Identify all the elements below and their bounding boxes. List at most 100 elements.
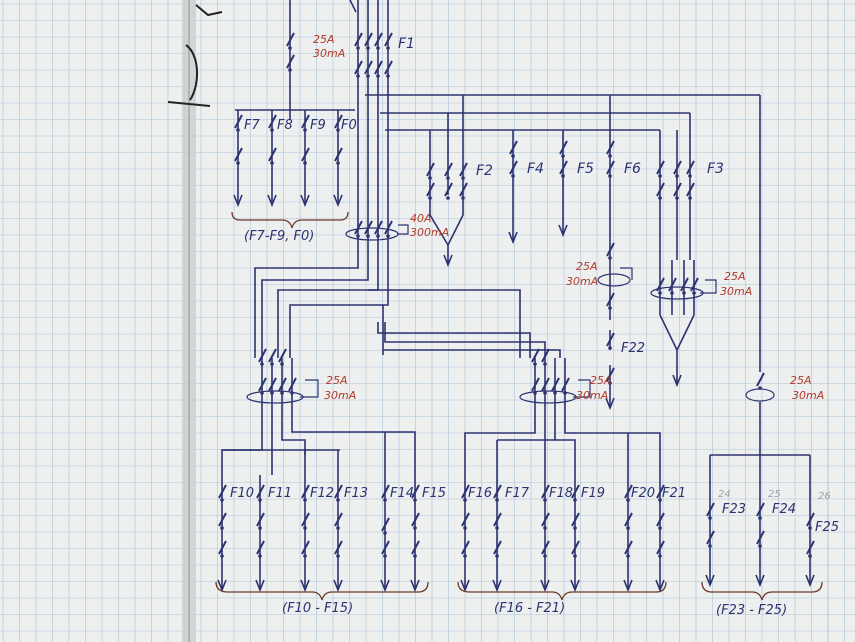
breaker-switch-glyph <box>624 484 633 502</box>
breaker-switch-glyph <box>354 220 363 238</box>
breaker-switch-glyph <box>756 530 765 548</box>
group-caption-g3: (F16 - F21) <box>494 601 565 616</box>
breaker-switch-glyph <box>354 60 363 78</box>
faint-label-b: 25 <box>768 489 781 500</box>
rcd-top-ma: 30mA <box>313 47 345 60</box>
rcd-mid-ma: 30mA <box>576 389 608 402</box>
breaker-switch-glyph <box>354 32 363 50</box>
breaker-switch-glyph <box>656 160 665 178</box>
breaker-switch-glyph <box>686 182 695 200</box>
breaker-switch-glyph <box>256 540 265 558</box>
breaker-switch-glyph <box>624 540 633 558</box>
breaker-switch-glyph <box>461 512 470 530</box>
breaker-switch-glyph <box>384 32 393 50</box>
breaker-switch-glyph <box>531 377 540 395</box>
breaker-switch-glyph <box>459 182 468 200</box>
breaker-switch-glyph <box>334 484 343 502</box>
label-F23: F23 <box>722 502 746 517</box>
breaker-switch-glyph <box>559 160 568 178</box>
label-F14: F14 <box>390 486 414 501</box>
label-F24: F24 <box>772 502 796 517</box>
brace-g4 <box>701 581 823 601</box>
brace-g3 <box>457 581 667 601</box>
label-F9: F9 <box>310 118 326 133</box>
rcd-f3-amps: 25A <box>724 270 746 283</box>
breaker-switch-glyph <box>656 512 665 530</box>
breaker-switch-glyph <box>374 32 383 50</box>
breaker-switch-glyph <box>459 162 468 180</box>
breaker-switch-glyph <box>509 140 518 158</box>
breaker-switch-glyph <box>258 348 267 366</box>
rcd-right-ma: 30mA <box>792 389 824 402</box>
breaker-switch-glyph <box>680 277 689 295</box>
breaker-switch-glyph <box>561 377 570 395</box>
label-F3: F3 <box>707 161 724 177</box>
breaker-switch-glyph <box>806 540 815 558</box>
label-F11: F11 <box>268 486 292 501</box>
breaker-switch-glyph <box>381 540 390 558</box>
rcd-left-amps: 25A <box>326 374 348 387</box>
breaker-switch-glyph <box>278 377 287 395</box>
label-F19: F19 <box>581 486 605 501</box>
breaker-switch-glyph <box>668 277 677 295</box>
label-F15: F15 <box>422 486 446 501</box>
breaker-switches <box>218 32 815 558</box>
breaker-switch-glyph <box>364 220 373 238</box>
breaker-switch-glyph <box>268 147 277 165</box>
breaker-switch-glyph <box>571 512 580 530</box>
breaker-switch-glyph <box>541 348 550 366</box>
breaker-switch-glyph <box>444 162 453 180</box>
breaker-switch-glyph <box>301 484 310 502</box>
rcd-left-ma: 30mA <box>324 389 356 402</box>
breaker-switch-glyph <box>541 377 550 395</box>
breaker-switch-glyph <box>334 540 343 558</box>
breaker-switch-glyph <box>334 114 343 132</box>
breaker-switch-glyph <box>268 114 277 132</box>
breaker-switch-glyph <box>656 484 665 502</box>
breaker-switch-glyph <box>334 512 343 530</box>
breaker-switch-glyph <box>656 540 665 558</box>
rcd-f3-ma: 30mA <box>720 285 752 298</box>
label-F17: F17 <box>505 486 530 501</box>
breaker-switch-glyph <box>256 484 265 502</box>
breaker-switch-glyph <box>381 484 390 502</box>
breaker-switch-glyph <box>461 484 470 502</box>
label-F7: F7 <box>244 118 260 133</box>
breaker-switch-glyph <box>384 220 393 238</box>
breaker-switch-glyph <box>288 377 297 395</box>
breaker-switch-glyph <box>268 377 277 395</box>
breaker-switch-glyph <box>234 147 243 165</box>
breaker-switch-glyph <box>571 484 580 502</box>
breaker-switch-glyph <box>509 160 518 178</box>
binding-stitch <box>167 4 223 107</box>
label-F10: F10 <box>230 486 254 501</box>
breaker-switch-glyph <box>364 60 373 78</box>
breaker-switch-glyph <box>606 140 615 158</box>
rcd-right-amps: 25A <box>790 374 812 387</box>
label-F22: F22 <box>621 341 645 356</box>
breaker-switch-glyph <box>218 540 227 558</box>
rcd-f22-amps: 25A <box>576 260 598 273</box>
breaker-switch-glyph <box>673 160 682 178</box>
breaker-switch-glyph <box>541 512 550 530</box>
rcd-main-amps: 40A <box>410 212 432 225</box>
breaker-switch-glyph <box>606 367 615 385</box>
breaker-switch-glyph <box>551 377 560 395</box>
breaker-switch-glyph <box>756 502 765 520</box>
breaker-switch-glyph <box>541 540 550 558</box>
label-F13: F13 <box>344 486 368 501</box>
brace-g2 <box>215 581 429 601</box>
label-F1: F1 <box>398 36 415 52</box>
breaker-switch-glyph <box>218 512 227 530</box>
label-F6: F6 <box>624 161 641 177</box>
label-F21: F21 <box>662 486 686 501</box>
breaker-switch-glyph <box>706 530 715 548</box>
label-F18: F18 <box>549 486 573 501</box>
breaker-switch-glyph <box>690 277 699 295</box>
breaker-switch-glyph <box>656 182 665 200</box>
breaker-switch-glyph <box>364 32 373 50</box>
breaker-switch-glyph <box>686 160 695 178</box>
breaker-switch-glyph <box>606 242 615 260</box>
